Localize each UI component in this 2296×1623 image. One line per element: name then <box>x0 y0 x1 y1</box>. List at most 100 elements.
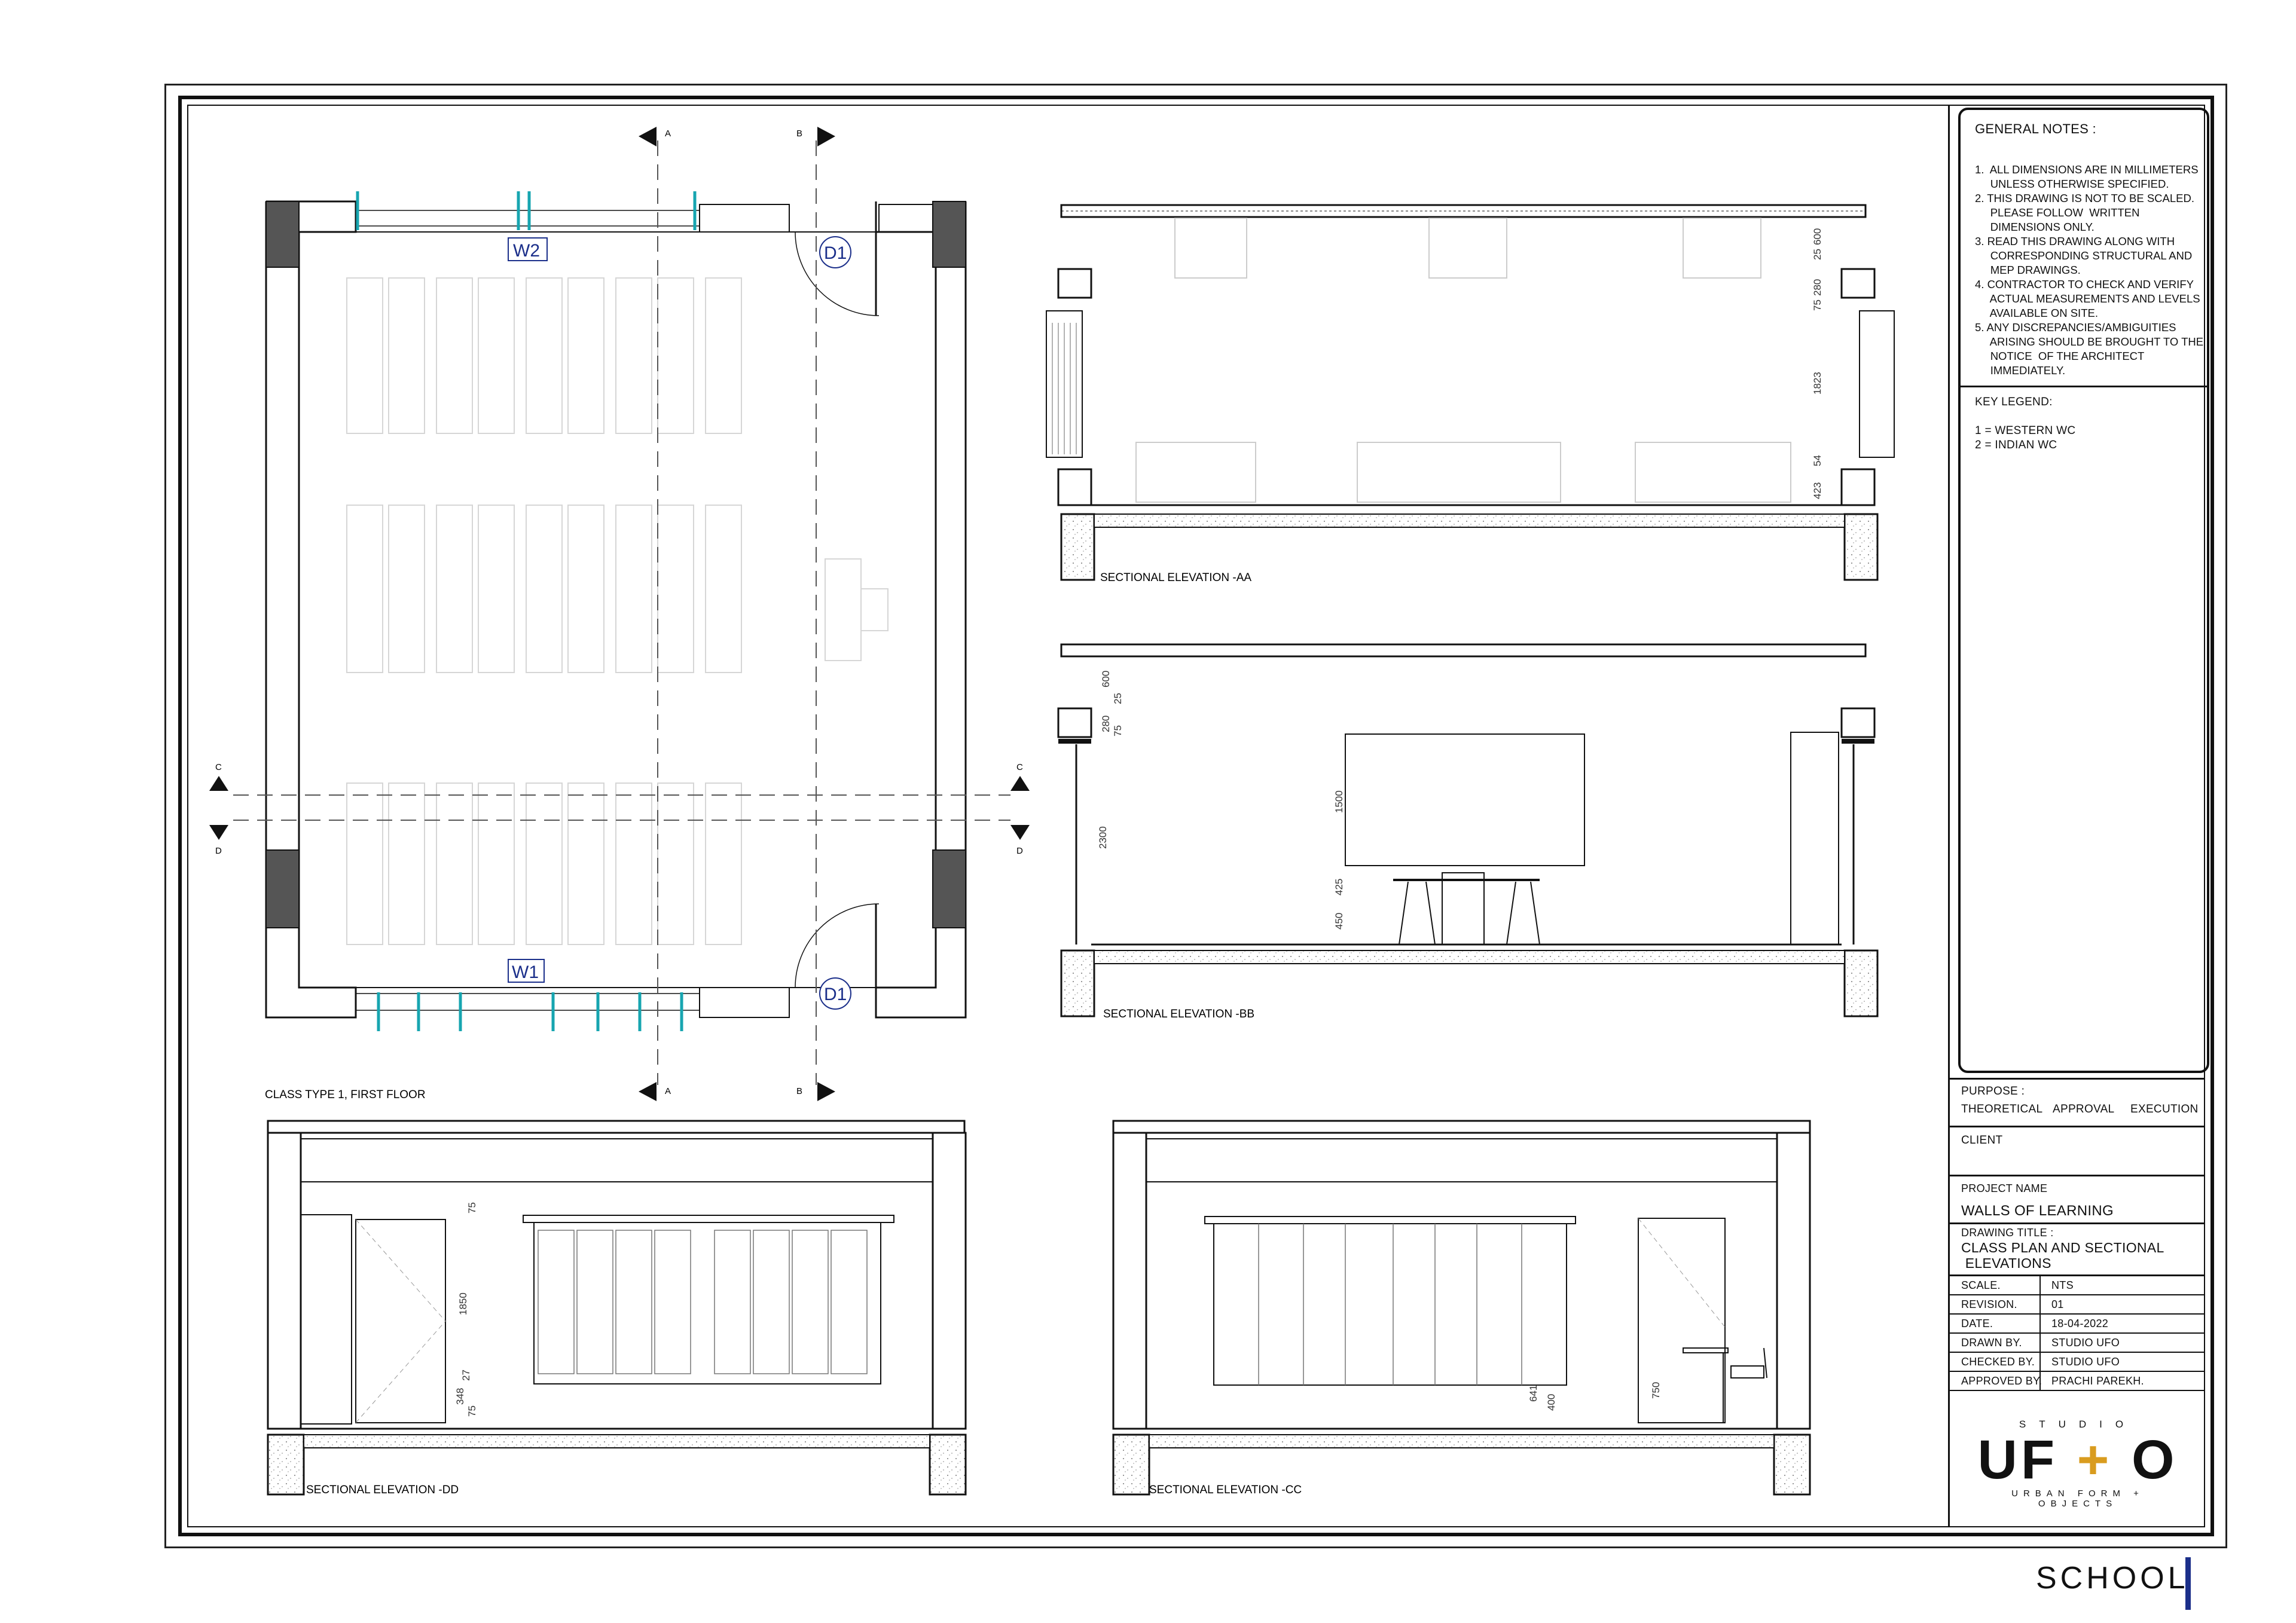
title-block-row-label: DATE. <box>1961 1318 1993 1329</box>
tb-line <box>1950 1126 2205 1127</box>
title-block-row-value: 01 <box>2051 1298 2064 1310</box>
title-block-row-label: REVISION. <box>1961 1298 2017 1310</box>
school-accent-bar <box>2185 1557 2191 1610</box>
marker-d-label: D <box>1016 846 1023 856</box>
section-dd-dimensions: 75 1850 27 348 75 <box>454 1202 478 1417</box>
svg-text:75: 75 <box>466 1405 478 1417</box>
svg-text:1500: 1500 <box>1333 790 1345 813</box>
svg-text:27: 27 <box>460 1370 472 1381</box>
general-note-line: PLEASE FOLLOW WRITTEN <box>1975 206 2140 219</box>
logo-uf: UF <box>1977 1429 2059 1490</box>
general-note-line: 4. CONTRACTOR TO CHECK AND VERIFY <box>1975 278 2194 291</box>
logo-subtitle: URBAN FORM + OBJECTS <box>2011 1488 2144 1509</box>
tb-line <box>1950 1175 2205 1176</box>
svg-text:2300: 2300 <box>1097 826 1109 849</box>
section-bb-dimensions: 600 25 280 75 1500 2300 425 450 <box>1097 671 1345 930</box>
svg-text:75: 75 <box>1812 299 1823 311</box>
svg-text:425: 425 <box>1333 879 1345 895</box>
title-block-row-value: STUDIO UFO <box>2051 1356 2120 1368</box>
svg-text:600: 600 <box>1100 671 1112 687</box>
title-block-row: CHECKED BY. STUDIO UFO <box>1950 1353 2205 1372</box>
title-block-row: DATE. 18-04-2022 <box>1950 1315 2205 1334</box>
title-block-row: DRAWN BY.STUDIO UFO <box>1950 1334 2205 1353</box>
general-notes-list: 1. ALL DIMENSIONS ARE IN MILLIMETERS UNL… <box>1975 163 2203 378</box>
purpose-approval[interactable]: APPROVAL <box>2053 1103 2115 1115</box>
section-marker-d <box>209 825 1030 840</box>
svg-text:25: 25 <box>1112 693 1123 704</box>
general-note-line: UNLESS OTHERWISE SPECIFIED. <box>1975 178 2169 190</box>
purpose-theoretical[interactable]: THEORETICAL <box>1961 1103 2043 1115</box>
key-legend-item: 1 = WESTERN WC <box>1975 424 2076 437</box>
studio-ufo-logo: UF + O <box>1973 1429 2182 1491</box>
svg-text:75: 75 <box>466 1202 478 1214</box>
client-label: CLIENT <box>1961 1134 2003 1147</box>
general-note-line: CORRESPONDING STRUCTURAL AND <box>1975 249 2193 262</box>
purpose-label: PURPOSE : <box>1961 1085 2025 1098</box>
svg-text:280: 280 <box>1812 279 1823 296</box>
svg-text:400: 400 <box>1546 1394 1557 1411</box>
svg-text:75: 75 <box>1112 725 1123 736</box>
marker-c-label: C <box>1016 762 1023 772</box>
general-note-line: ACTUAL MEASUREMENTS AND LEVELS <box>1975 292 2200 305</box>
general-note-line: DIMENSIONS ONLY. <box>1975 221 2095 233</box>
general-note-line: NOTICE OF THE ARCHITECT <box>1975 350 2145 362</box>
title-block-row-label: DRAWN BY. <box>1961 1337 2022 1349</box>
title-block-row: APPROVED BY.PRACHI PAREKH. <box>1950 1372 2205 1391</box>
general-note-line: ARISING SHOULD BE BROUGHT TO THE <box>1975 335 2204 348</box>
window-tag-w1: W1 <box>508 959 545 983</box>
drawing-title-line1: CLASS PLAN AND SECTIONAL <box>1961 1240 2164 1255</box>
title-block-row-label: SCALE. <box>1961 1279 2001 1291</box>
project-name: WALLS OF LEARNING <box>1961 1203 2114 1219</box>
logo-o: O <box>2131 1429 2178 1490</box>
tb-line <box>1950 1078 2205 1080</box>
key-legend-item: 2 = INDIAN WC <box>1975 439 2057 451</box>
section-marker-b <box>817 127 835 1101</box>
section-bb-title: SECTIONAL ELEVATION -BB <box>1103 1008 1254 1020</box>
notes-divider <box>1961 386 2207 387</box>
window-tag-w2: W2 <box>508 237 548 261</box>
title-block-row: REVISION. 01 <box>1950 1295 2205 1315</box>
section-aa-title: SECTIONAL ELEVATION -AA <box>1100 571 1251 584</box>
section-cc-dimensions: 641 400 750 <box>1528 1382 1662 1411</box>
title-block-row-value: NTS <box>2051 1279 2074 1291</box>
svg-text:D1: D1 <box>824 243 847 263</box>
title-block-row-value: PRACHI PAREKH. <box>2051 1375 2144 1387</box>
title-block-row: SCALE. NTS <box>1950 1276 2205 1295</box>
section-dd-title: SECTIONAL ELEVATION -DD <box>306 1484 459 1496</box>
svg-text:1850: 1850 <box>457 1292 469 1315</box>
drawing-title-line2: ELEVATIONS <box>1961 1255 2051 1271</box>
general-notes-box <box>1958 108 2209 1073</box>
section-elevation-dd <box>267 1120 967 1496</box>
svg-text:348: 348 <box>454 1388 466 1405</box>
svg-text:W1: W1 <box>512 962 539 982</box>
svg-text:750: 750 <box>1650 1382 1662 1399</box>
marker-a-label: A <box>665 129 671 139</box>
svg-text:450: 450 <box>1333 913 1345 930</box>
svg-text:280: 280 <box>1100 716 1112 732</box>
title-block-row-value: 18-04-2022 <box>2051 1318 2109 1329</box>
marker-d-label: D <box>215 846 222 856</box>
marker-a-label: A <box>665 1086 671 1096</box>
purpose-execution[interactable]: EXECUTION <box>2130 1103 2199 1115</box>
school-footer-label: SCHOOL <box>2036 1561 2189 1596</box>
sheet-drawing-border <box>187 105 2205 1527</box>
project-name-label: PROJECT NAME <box>1961 1182 2048 1194</box>
general-note-line: IMMEDIATELY. <box>1975 364 2066 377</box>
key-legend-heading: KEY LEGEND: <box>1975 396 2053 408</box>
title-block-row-label: CHECKED BY. <box>1961 1356 2035 1368</box>
drawing-canvas: A A B B C C D D W2 W1 D1 D1 CLASS TYPE 1… <box>209 127 1895 1496</box>
general-note-line: 1. ALL DIMENSIONS ARE IN MILLIMETERS <box>1975 163 2199 176</box>
section-cc-title: SECTIONAL ELEVATION -CC <box>1149 1484 1302 1496</box>
general-note-line: MEP DRAWINGS. <box>1975 264 2081 276</box>
marker-b-label: B <box>796 1086 802 1096</box>
tb-line <box>1950 1222 2205 1224</box>
svg-text:1823: 1823 <box>1812 372 1823 395</box>
class-floor-plan <box>233 140 1010 1085</box>
svg-text:W2: W2 <box>513 241 540 261</box>
svg-text:54: 54 <box>1812 455 1823 466</box>
general-note-line: 5. ANY DISCREPANCIES/AMBIGUITIES <box>1975 321 2176 334</box>
section-marker-c <box>209 776 1030 791</box>
door-tag-d1-top: D1 <box>819 236 851 268</box>
sheet-outer-border <box>164 84 2227 1548</box>
